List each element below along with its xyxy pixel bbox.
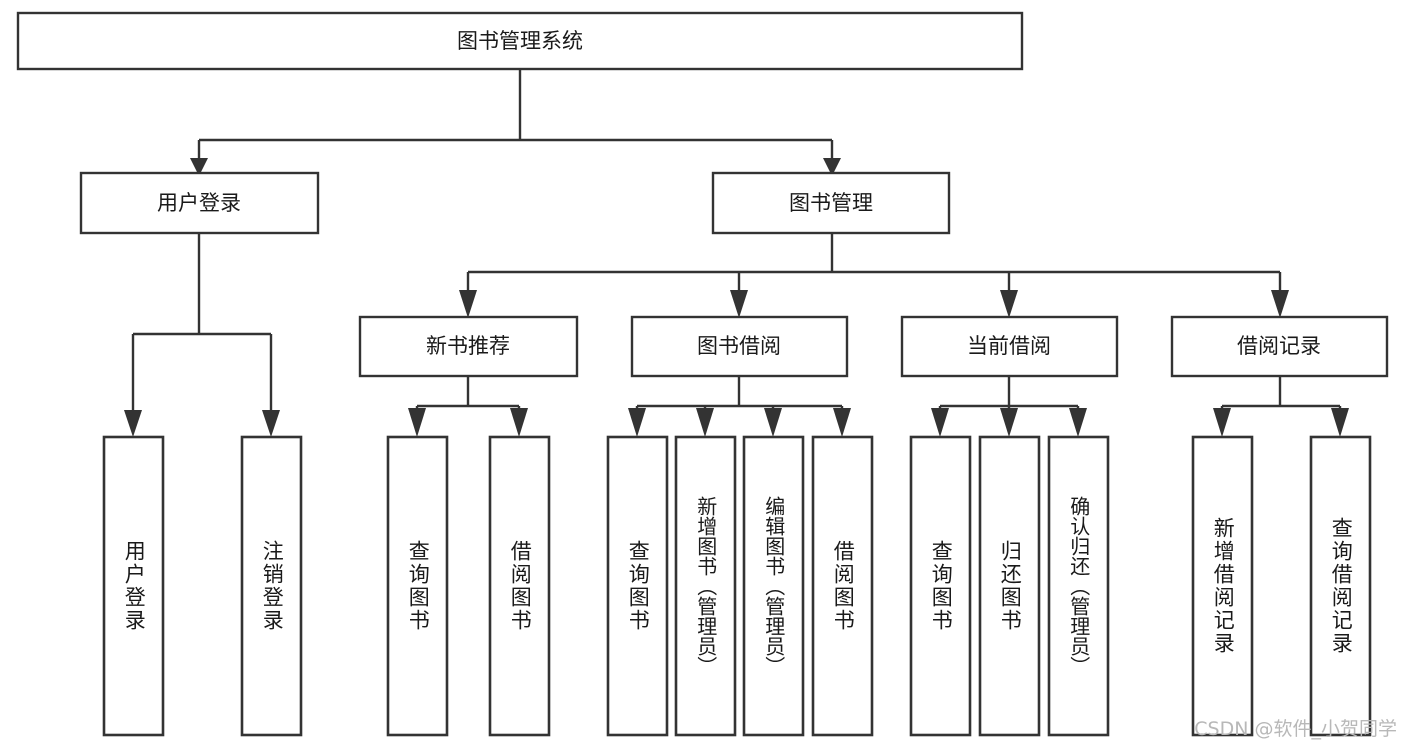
arrow-bookmanage-child-2 — [730, 290, 748, 318]
leaf-borrow-book-1[interactable]: 借阅图书 — [488, 435, 551, 737]
node-new-book-recommend[interactable]: 新书推荐 — [358, 315, 579, 378]
node-new-book-recommend-box[interactable] — [358, 315, 579, 378]
leaf-query-book-1[interactable]: 查询图书 — [386, 435, 449, 737]
leaf-borrow-book-2-label: 借阅图书 — [831, 540, 856, 632]
node-book-borrow-label: 图书借阅 — [697, 334, 781, 358]
leaf-query-book-2-label: 查询图书 — [626, 540, 651, 632]
leaf-query-book-3-label-wrap: 查询图书 — [929, 540, 954, 632]
arrow-currentborrow-leaf-2 — [1000, 408, 1018, 437]
leaf-return-book-box[interactable] — [978, 435, 1041, 737]
node-current-borrow-label: 当前借阅 — [967, 334, 1051, 358]
node-borrow-record-label: 借阅记录 — [1237, 334, 1321, 358]
leaf-return-book-label: 归还图书 — [998, 540, 1023, 632]
leaf-query-book-1-label-wrap: 查询图书 — [406, 540, 431, 632]
node-root-label: 图书管理系统 — [457, 29, 583, 53]
leaf-borrow-book-2[interactable]: 借阅图书 — [811, 435, 874, 737]
node-root-box[interactable] — [16, 11, 1024, 71]
leaf-query-record-box[interactable] — [1309, 435, 1372, 737]
node-borrow-record[interactable]: 借阅记录 — [1170, 315, 1389, 378]
node-borrow-record-box[interactable] — [1170, 315, 1389, 378]
arrow-userlogin-leaf-2 — [262, 410, 280, 437]
leaf-query-book-2-box[interactable] — [606, 435, 669, 737]
leaf-edit-book-label-wrap: 编辑图书（管理员） — [761, 496, 786, 676]
leaf-borrow-book-1-label: 借阅图书 — [508, 540, 533, 632]
node-current-borrow[interactable]: 当前借阅 — [900, 315, 1119, 378]
leaf-query-record-label-wrap: 查询借阅记录 — [1329, 517, 1354, 655]
leaf-borrow-book-2-label-wrap: 借阅图书 — [831, 540, 856, 632]
node-book-borrow-box[interactable] — [630, 315, 849, 378]
arrow-currentborrow-leaf-3 — [1069, 408, 1087, 437]
arrow-borrowrecord-leaf-1 — [1213, 408, 1231, 437]
leaf-edit-book-label: 编辑图书（管理员） — [761, 496, 786, 676]
arrow-newbook-leaf-2 — [510, 408, 528, 437]
leaf-confirm-return-label-wrap: 确认归还（管理员） — [1066, 496, 1091, 676]
leaf-query-book-1-box[interactable] — [386, 435, 449, 737]
node-user-login-box[interactable] — [79, 171, 320, 235]
leaf-query-book-2[interactable]: 查询图书 — [606, 435, 669, 737]
node-current-borrow-box[interactable] — [900, 315, 1119, 378]
arrow-bookmanage-child-3 — [1000, 290, 1018, 318]
leaf-borrow-book-1-label-wrap: 借阅图书 — [508, 540, 533, 632]
node-new-book-recommend-label: 新书推荐 — [426, 334, 510, 358]
leaf-user-login-box[interactable] — [102, 435, 165, 737]
node-user-login[interactable]: 用户登录 — [79, 171, 320, 235]
arrow-bookmanage-child-4 — [1271, 290, 1289, 318]
leaf-add-record-label-wrap: 新增借阅记录 — [1211, 517, 1236, 655]
arrow-bookborrow-leaf-3 — [764, 408, 782, 437]
leaf-edit-book-box[interactable] — [742, 435, 805, 737]
arrow-borrowrecord-leaf-2 — [1331, 408, 1349, 437]
node-book-manage-label: 图书管理 — [789, 191, 873, 215]
arrow-newbook-leaf-1 — [408, 408, 426, 437]
leaf-query-book-3-box[interactable] — [909, 435, 972, 737]
leaf-edit-book[interactable]: 编辑图书（管理员） — [742, 435, 805, 737]
csdn-watermark: CSDN @软件_小贺同学 — [1194, 718, 1397, 740]
leaf-add-book-box[interactable] — [674, 435, 737, 737]
node-book-borrow[interactable]: 图书借阅 — [630, 315, 849, 378]
node-root[interactable]: 图书管理系统 — [16, 11, 1024, 71]
arrow-root-to-user-login — [190, 158, 208, 176]
leaf-query-record[interactable]: 查询借阅记录 — [1309, 435, 1372, 737]
leaf-user-logout[interactable]: 注销登录 — [240, 435, 303, 737]
leaf-add-book-label: 新增图书（管理员） — [693, 496, 718, 676]
leaf-return-book-label-wrap: 归还图书 — [998, 540, 1023, 632]
node-book-manage[interactable]: 图书管理 — [711, 171, 951, 235]
leaf-user-logout-label-wrap: 注销登录 — [260, 540, 285, 632]
leaf-add-record[interactable]: 新增借阅记录 — [1191, 435, 1254, 737]
arrow-root-to-book-manage — [823, 158, 841, 176]
node-book-manage-box[interactable] — [711, 171, 951, 235]
arrow-bookborrow-leaf-4 — [833, 408, 851, 437]
leaf-query-book-1-label: 查询图书 — [406, 540, 431, 632]
node-user-login-label: 用户登录 — [157, 191, 241, 215]
leaf-confirm-return-label: 确认归还（管理员） — [1066, 496, 1091, 676]
leaf-confirm-return-box[interactable] — [1047, 435, 1110, 737]
edges-layer — [124, 69, 1349, 437]
leaf-user-logout-label: 注销登录 — [260, 540, 285, 632]
leaf-borrow-book-1-box[interactable] — [488, 435, 551, 737]
leaf-user-login[interactable]: 用户登录 — [102, 435, 165, 737]
leaf-return-book[interactable]: 归还图书 — [978, 435, 1041, 737]
leaf-query-book-3[interactable]: 查询图书 — [909, 435, 972, 737]
leaf-confirm-return[interactable]: 确认归还（管理员） — [1047, 435, 1110, 737]
leaf-user-login-label-wrap: 用户登录 — [122, 540, 147, 632]
arrow-currentborrow-leaf-1 — [931, 408, 949, 437]
leaf-add-record-box[interactable] — [1191, 435, 1254, 737]
arrow-bookmanage-child-1 — [459, 290, 477, 318]
arrow-bookborrow-leaf-2 — [696, 408, 714, 437]
leaf-borrow-book-2-box[interactable] — [811, 435, 874, 737]
leaf-user-login-label: 用户登录 — [122, 540, 147, 632]
leaf-query-book-2-label-wrap: 查询图书 — [626, 540, 651, 632]
leaf-add-book-label-wrap: 新增图书（管理员） — [693, 496, 718, 676]
leaf-add-record-label: 新增借阅记录 — [1211, 517, 1236, 655]
leaf-query-record-label: 查询借阅记录 — [1329, 517, 1354, 655]
leaf-query-book-3-label: 查询图书 — [929, 540, 954, 632]
arrow-userlogin-leaf-1 — [124, 410, 142, 437]
leaf-add-book[interactable]: 新增图书（管理员） — [674, 435, 737, 737]
leaf-user-logout-box[interactable] — [240, 435, 303, 737]
arrow-bookborrow-leaf-1 — [628, 408, 646, 437]
